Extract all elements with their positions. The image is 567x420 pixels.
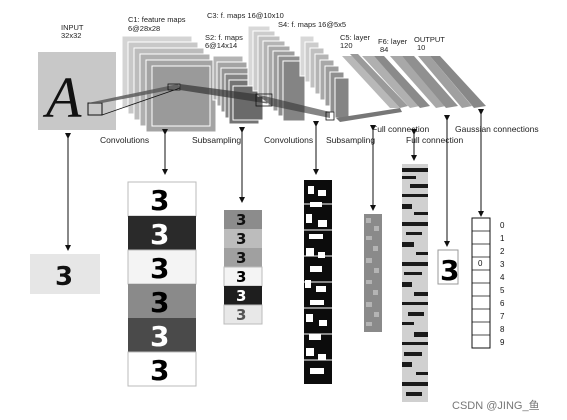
class-label: 2	[500, 247, 505, 256]
class-label: 0	[500, 221, 505, 230]
class-label: 6	[500, 299, 505, 308]
c3-label: C3: f. maps 16@10x10	[207, 11, 284, 20]
c5-size: 120	[340, 41, 353, 50]
f6-size: 84	[380, 45, 388, 54]
f6-label: F6: layer	[378, 37, 408, 46]
c1-label: C1: feature maps	[128, 15, 186, 24]
class-label: 7	[500, 312, 505, 321]
s2-label: S2: f. maps	[205, 33, 243, 42]
projection-input-c1	[88, 84, 180, 103]
c1-feature-maps	[121, 35, 217, 133]
input-image	[38, 52, 116, 130]
input-size: 32x32	[61, 31, 81, 40]
c1-size: 6@28x28	[128, 24, 160, 33]
output-size: 10	[417, 43, 425, 52]
class-label: 8	[500, 325, 505, 334]
c1-activations: 3 3 3 3 3 3	[127, 181, 197, 387]
c1-map-digit: 3	[150, 184, 169, 217]
class-label: 3	[500, 260, 505, 269]
s2-map-digit: 3	[236, 249, 246, 267]
class-label: 4	[500, 273, 505, 282]
stage-subsampling-2: Subsampling	[326, 135, 375, 145]
s2-activations: 3 3 3 3 3 3	[223, 210, 263, 325]
input-sample-digit: 3	[55, 262, 73, 292]
stage-convolutions-2: Convolutions	[264, 135, 313, 145]
c1-map-digit: 3	[150, 320, 169, 353]
c5-activations	[402, 164, 428, 402]
output-class-labels: 0 1 2 3 4 5 6 7 8 9	[500, 221, 505, 347]
s2-map-digit: 3	[236, 268, 246, 286]
s2-map-digit: 3	[236, 287, 246, 305]
class-label: 5	[500, 286, 505, 295]
output-units: 0	[471, 217, 491, 349]
c3-activations	[304, 180, 332, 384]
stage-convolutions-1: Convolutions	[100, 135, 149, 145]
output-active-value: 0	[478, 259, 483, 268]
s4-label: S4: f. maps 16@5x5	[278, 20, 346, 29]
stage-full-connection-2: Full connection	[406, 135, 463, 145]
c1-map-digit: 3	[150, 354, 169, 387]
s2-size: 6@14x14	[205, 41, 237, 50]
c5-label: C5: layer	[340, 33, 371, 42]
class-label: 9	[500, 338, 505, 347]
stage-gaussian-connections: Gaussian connections	[455, 124, 539, 134]
fully-connected-bands	[336, 54, 486, 122]
input-sample	[30, 254, 100, 294]
stage-subsampling-1: Subsampling	[192, 135, 241, 145]
s4-feature-maps	[299, 35, 350, 119]
s2-map-digit: 3	[236, 230, 246, 248]
stage-full-connection-1: Full connection	[372, 124, 429, 134]
input-label: INPUT	[61, 23, 84, 32]
s2-map-digit: 3	[236, 306, 246, 324]
c1-map-digit: 3	[150, 218, 169, 251]
s4-activations	[364, 214, 382, 332]
watermark: CSDN @JING_鱼	[452, 398, 540, 412]
input-letter: A	[42, 65, 82, 130]
c1-map-digit: 3	[150, 252, 169, 285]
class-label: 1	[500, 234, 505, 243]
f6-output-image	[437, 249, 459, 285]
c1-map-digit: 3	[150, 286, 169, 319]
output-digit: 3	[440, 254, 459, 287]
output-label: OUTPUT	[414, 35, 445, 44]
s2-map-digit: 3	[236, 211, 246, 229]
correspondence-arrows	[65, 109, 484, 251]
